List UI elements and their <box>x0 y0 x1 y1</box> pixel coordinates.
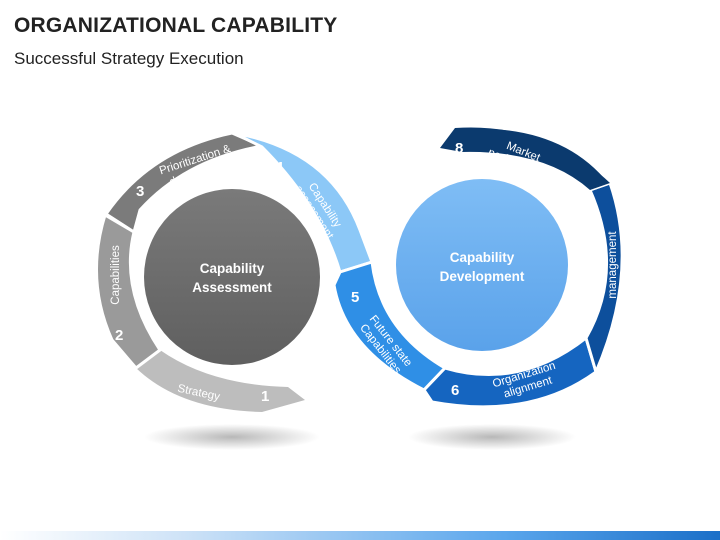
left-center-circle: Capability Assessment <box>139 184 325 370</box>
step-2-label: Capabilities <box>110 245 122 305</box>
right-shadow <box>408 424 576 450</box>
step-4-number: 4 <box>275 159 284 176</box>
segment-8-shape <box>438 125 612 192</box>
left-center-line2: Assessment <box>192 280 272 295</box>
step-7-label: Change management <box>594 231 619 299</box>
left-center-line1: Capability <box>200 261 265 276</box>
segment-1-shape <box>130 347 308 415</box>
page-title: ORGANIZATIONAL CAPABILITY <box>14 14 338 37</box>
step-3-number: 3 <box>136 183 144 200</box>
page-subtitle: Successful Strategy Execution <box>14 49 244 68</box>
segment-2-shape <box>94 213 162 370</box>
step-6-number: 6 <box>451 382 459 399</box>
step-2-number: 2 <box>115 327 123 344</box>
step-1-number: 1 <box>261 388 269 405</box>
right-center-line1: Capability <box>450 250 515 265</box>
step-5-number: 5 <box>351 289 359 306</box>
bottom-accent-bar <box>0 531 720 540</box>
right-center-circle: Capability Development <box>392 175 572 355</box>
step-8-number: 8 <box>455 140 463 157</box>
left-shadow <box>144 424 320 450</box>
step-7-label-line1: Change <box>594 245 606 285</box>
right-center-line2: Development <box>440 269 525 284</box>
step-7-label-line2: management <box>607 231 619 299</box>
step-7-number: 7 <box>586 307 594 324</box>
